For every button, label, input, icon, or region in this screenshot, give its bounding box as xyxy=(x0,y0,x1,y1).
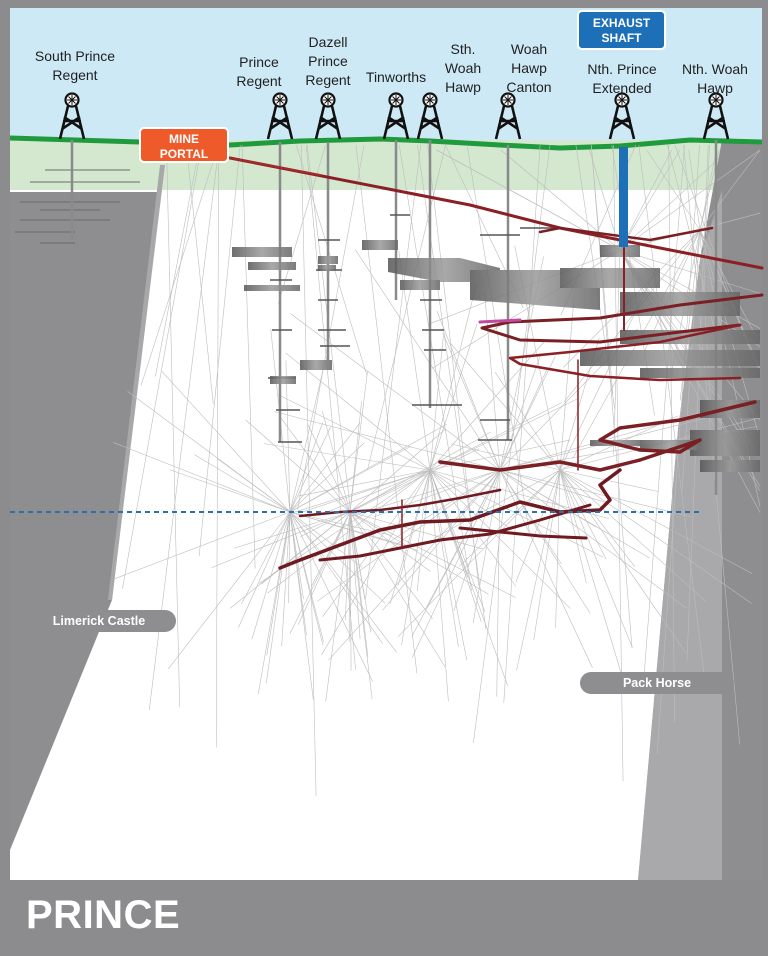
declines xyxy=(228,156,764,570)
site-label-nth-prince-extended: Nth. Prince Extended xyxy=(587,61,657,96)
zone-label-pack-horse: Pack Horse xyxy=(580,672,734,694)
stopes xyxy=(232,240,760,472)
page-title: PRINCE xyxy=(26,893,181,937)
headframe-icon xyxy=(266,92,294,140)
decline-deep xyxy=(278,468,622,570)
exhaust-shaft-badge: EXHAUST SHAFT xyxy=(577,10,666,50)
decline-deep-3 xyxy=(298,488,502,518)
zone-label-limerick-castle: Limerick Castle xyxy=(22,610,176,632)
shaft-levels xyxy=(268,214,560,443)
site-label-dazell-prince-regent: Dazell Prince Regent xyxy=(305,34,351,88)
decline-deep-2 xyxy=(318,503,592,562)
headframe-icon xyxy=(416,92,444,140)
surface-band xyxy=(10,140,762,192)
mine-portal-badge: MINE PORTAL xyxy=(139,127,229,163)
headframes xyxy=(58,92,730,140)
site-label-woah-hawp-canton: Woah Hawp Canton xyxy=(506,41,552,95)
site-label-tinworths: Tinworths xyxy=(365,69,427,85)
site-label-south-prince-regent: South Prince Regent xyxy=(34,48,116,83)
decline-lower xyxy=(438,400,757,472)
site-label-nth-woah-hawp: Nth. Woah Hawp xyxy=(682,61,748,96)
decline-loop-2 xyxy=(508,323,742,382)
site-label-sth-woah-hawp: Sth. Woah Hawp xyxy=(444,41,482,95)
cross-section-svg xyxy=(9,8,764,880)
decline-loop-1 xyxy=(480,293,764,344)
portal-drive xyxy=(229,157,321,176)
title-bar xyxy=(0,880,768,956)
headframe-icon xyxy=(314,92,342,140)
headframe-icon xyxy=(58,92,86,140)
headframe-icon xyxy=(382,92,410,140)
limerick-castle-rock-edge xyxy=(108,165,165,600)
shallow-workings-left xyxy=(15,169,140,244)
north-decline-a xyxy=(538,226,714,242)
headframe-icon xyxy=(702,92,730,140)
limerick-castle-rock xyxy=(10,192,160,850)
exhaust-shaft-column xyxy=(619,147,628,247)
site-label-prince-regent: Prince Regent xyxy=(236,54,282,89)
headframe-icon xyxy=(494,92,522,140)
pink-development xyxy=(478,318,522,324)
decline-return xyxy=(458,526,588,540)
headframe-icon xyxy=(608,92,636,140)
